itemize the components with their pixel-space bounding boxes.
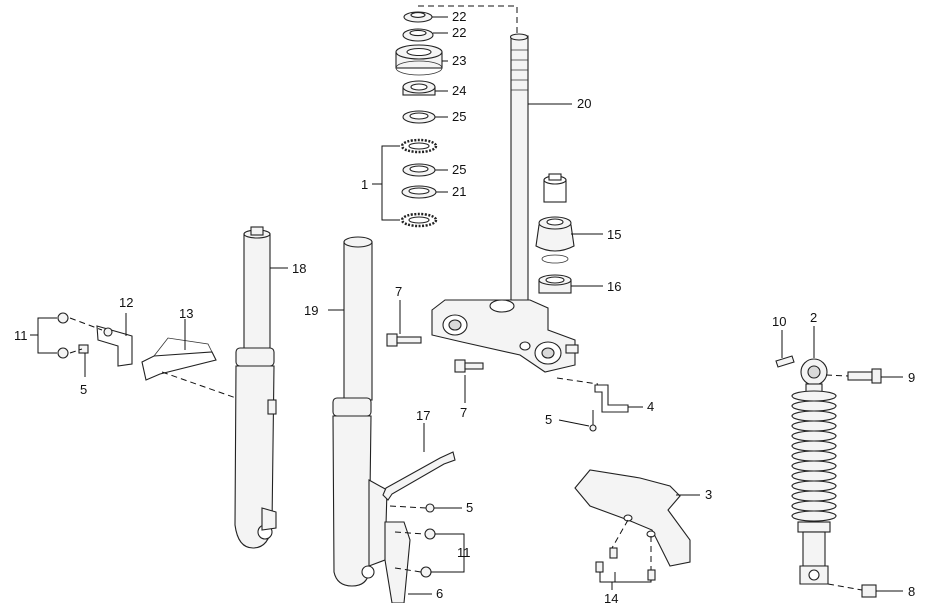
- bolt-8: [827, 583, 877, 598]
- pin-10: [775, 355, 795, 368]
- callout-12: 12: [119, 295, 133, 310]
- bolts-11-left: [57, 312, 69, 359]
- callout-17: 17: [416, 408, 430, 423]
- steering-stem-20: [509, 33, 529, 307]
- callout-labels: 22 22 23 24 25 1 25 21 20 15 16 18 19 7 …: [14, 9, 915, 603]
- callout-8: 8: [908, 584, 915, 599]
- callout-2: 2: [810, 310, 817, 325]
- callout-16: 16: [607, 279, 621, 294]
- bracket-4: [594, 384, 629, 413]
- callout-7-upper: 7: [395, 284, 402, 299]
- alignment-line-stem: [418, 5, 518, 34]
- callout-6: 6: [436, 586, 443, 601]
- bracket-17: [382, 451, 456, 501]
- callout-24: 24: [452, 83, 466, 98]
- alignment-line-bolt-lower: [69, 348, 83, 354]
- dust-cover-15: [535, 216, 575, 252]
- ball-bearing-upper: [400, 138, 438, 154]
- leader-lines: [30, 16, 903, 595]
- spring: [791, 390, 837, 522]
- callout-19: 19: [304, 303, 318, 318]
- ball-bearing-lower: [400, 212, 438, 228]
- race-24: [402, 80, 436, 96]
- callout-3: 3: [705, 487, 712, 502]
- bracket-12: [96, 325, 133, 367]
- steering-bearing-stack: [395, 11, 443, 228]
- callout-13: 13: [179, 306, 193, 321]
- race-25-upper: [402, 110, 436, 124]
- callout-22-upper: 22: [452, 9, 466, 24]
- race-21: [401, 185, 437, 199]
- race-25-lower: [402, 163, 436, 177]
- screw-5-left: [78, 344, 89, 354]
- bolt-9: [847, 368, 882, 384]
- callout-21: 21: [452, 184, 466, 199]
- callout-22-lower: 22: [452, 25, 466, 40]
- callout-18: 18: [292, 261, 306, 276]
- triple-clamp: [431, 299, 579, 373]
- callout-25-upper: 25: [452, 109, 466, 124]
- alignment-line-fork: [161, 371, 237, 399]
- callout-14: 14: [604, 591, 618, 603]
- callout-4: 4: [647, 399, 654, 414]
- callout-5-right: 5: [545, 412, 552, 427]
- fork-leg-19: [332, 236, 388, 587]
- callout-5-left: 5: [80, 382, 87, 397]
- alignment-line-bolt-9: [825, 374, 849, 377]
- bolt-7-upper: [386, 333, 422, 347]
- circlip: [541, 254, 569, 264]
- screw-5-right: [589, 410, 597, 432]
- locknut-22-lower: [402, 28, 434, 42]
- callout-20: 20: [577, 96, 591, 111]
- adjust-nut-23: [395, 44, 443, 76]
- alignment-line-bolt-upper: [69, 317, 103, 331]
- fork-leg-18: [234, 226, 277, 549]
- callout-11-lower: 11: [457, 545, 471, 560]
- bracket-13: [141, 337, 217, 381]
- callout-25-lower: 25: [452, 162, 466, 177]
- callout-7-lower: 7: [460, 405, 467, 420]
- front-fender-3: [574, 469, 691, 567]
- screw-5-lower: [389, 503, 435, 513]
- callout-10: 10: [772, 314, 786, 329]
- callout-15: 15: [607, 227, 621, 242]
- bracket-6: [384, 521, 411, 603]
- callout-5-lower: 5: [466, 500, 473, 515]
- rear-shock-2: [791, 358, 837, 585]
- callout-9: 9: [908, 370, 915, 385]
- bolt-7-lower: [454, 359, 484, 373]
- stem-nut: [543, 173, 567, 203]
- callout-23: 23: [452, 53, 466, 68]
- callout-11-left: 11: [14, 328, 28, 343]
- callout-1: 1: [361, 177, 368, 192]
- locknut-22-upper: [403, 11, 433, 23]
- alignment-line-bracket: [556, 377, 599, 385]
- screws-14: [595, 519, 656, 581]
- seal-16: [538, 274, 572, 294]
